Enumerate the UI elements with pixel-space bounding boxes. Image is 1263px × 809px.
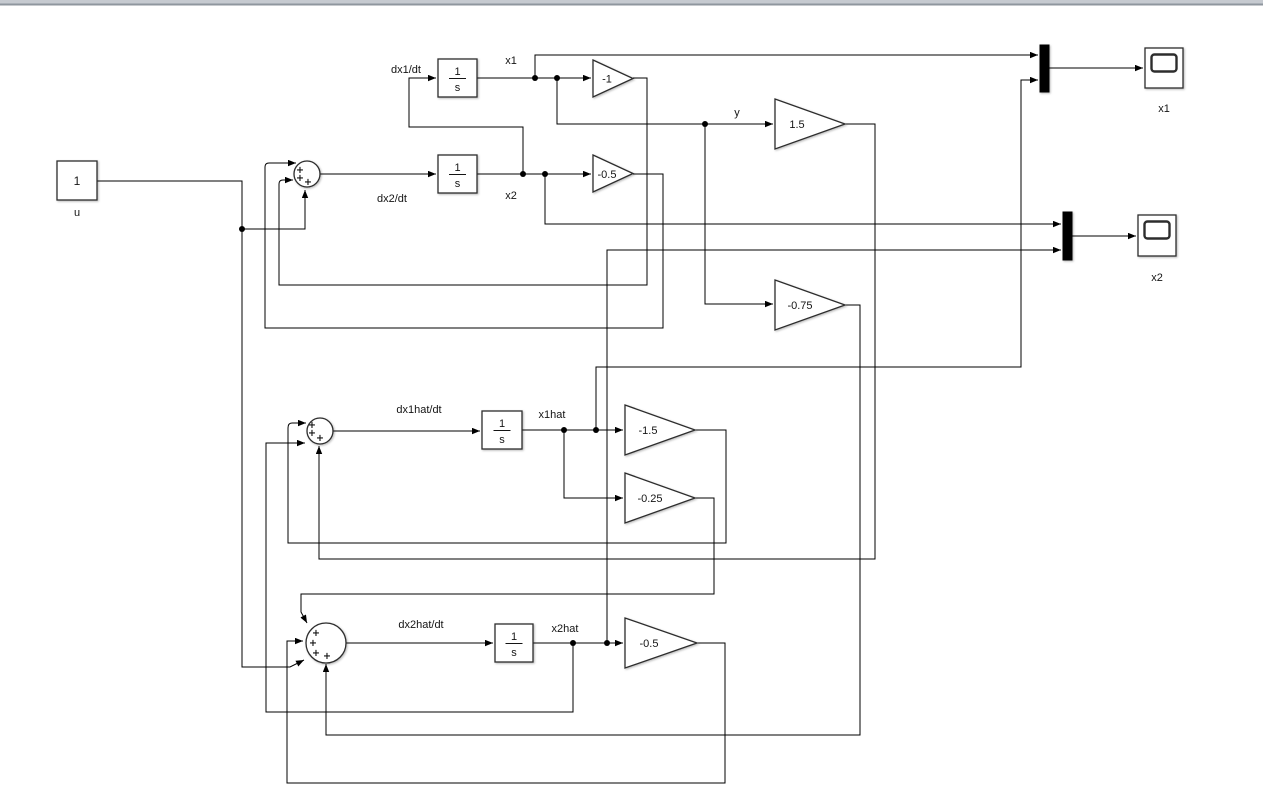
sum-sign: + <box>312 628 320 639</box>
sum-sign: + <box>309 638 317 649</box>
gain-block-15[interactable]: 1.5 <box>774 98 847 150</box>
integrator-denominator: s <box>455 178 461 190</box>
constant-block-u[interactable]: 1 <box>56 160 98 201</box>
gain-block-minus1[interactable]: -1 <box>592 58 635 99</box>
scope1-name-label[interactable]: x1 <box>1158 103 1170 115</box>
wire-u-out[interactable] <box>97 180 243 229</box>
wire-x2-to-mux2[interactable] <box>544 174 1061 228</box>
wire-gain-minus05-feedback[interactable] <box>264 159 664 329</box>
signal-label-dx2hatdt[interactable]: dx2hat/dt <box>398 619 443 631</box>
sum-sign: + <box>312 648 320 659</box>
gain-value: -0.5 <box>598 169 617 181</box>
gain-block-minus15[interactable]: -1.5 <box>624 404 697 456</box>
junction-dot <box>604 640 610 646</box>
wire-x1-to-mux1[interactable] <box>534 51 1038 78</box>
gain-value: -0.5 <box>640 638 659 650</box>
sum-block-observer2[interactable]: + + + + <box>305 622 347 664</box>
sum-sign: + <box>296 173 304 184</box>
integrator-denominator: s <box>455 82 461 94</box>
sum-sign: + <box>304 177 312 188</box>
wire-y-line[interactable] <box>556 78 773 128</box>
junction-dot <box>570 640 576 646</box>
integrator-numerator: 1 <box>454 162 460 174</box>
wire-x1hat-to-gain-minus025[interactable] <box>563 430 623 502</box>
sum-sign: + <box>316 433 324 444</box>
gain-block-minus075[interactable]: -0.75 <box>774 279 847 331</box>
junction-dot <box>593 427 599 433</box>
integrator-denominator: s <box>499 434 505 446</box>
signal-label-dx1hatdt[interactable]: dx1hat/dt <box>396 404 441 416</box>
gain-value: -0.75 <box>787 300 812 312</box>
wire-gain-minus15-feedback[interactable] <box>287 419 727 544</box>
junction-dot <box>542 171 548 177</box>
junction-dot <box>561 427 567 433</box>
integrator-numerator: 1 <box>511 631 517 643</box>
constant-name-label[interactable]: u <box>74 207 80 219</box>
junction-dot <box>532 75 538 81</box>
signal-label-dx1dt[interactable]: dx1/dt <box>391 64 421 76</box>
sum-sign: + <box>308 428 316 439</box>
wire-x2hat-to-mux2[interactable] <box>606 246 1061 643</box>
wire-gain-obs-minus05-feedback[interactable] <box>286 637 726 784</box>
signal-label-x1[interactable]: x1 <box>505 55 517 67</box>
scope-block-x2[interactable] <box>1137 214 1177 257</box>
signal-wires <box>97 51 1143 784</box>
wire-u-to-sum-plant[interactable] <box>242 190 309 230</box>
wire-gain-minus075-to-sum-obs2[interactable] <box>322 304 861 736</box>
gain-value: -1.5 <box>639 425 658 437</box>
wire-x1hat-to-mux1[interactable] <box>595 76 1038 430</box>
wire-y-to-gain-minus075[interactable] <box>704 124 773 308</box>
wire-gain-minus025-feedback[interactable] <box>300 497 715 624</box>
mux-block-1[interactable] <box>1039 44 1050 93</box>
junction-dot <box>554 75 560 81</box>
scope-block-x1[interactable] <box>1144 47 1184 89</box>
sum-block-observer1[interactable]: + + + <box>306 417 334 445</box>
junction-dot <box>239 226 245 232</box>
gain-block-minus025[interactable]: -0.25 <box>624 472 697 524</box>
gain-value: -1 <box>602 74 612 86</box>
gain-block-minus05[interactable]: -0.5 <box>592 153 635 194</box>
signal-label-x2hat[interactable]: x2hat <box>552 623 579 635</box>
integrator-denominator: s <box>511 647 517 659</box>
mux-block-2[interactable] <box>1062 211 1073 261</box>
gain-value: 1.5 <box>789 119 804 131</box>
window-top-strip <box>0 0 1263 4</box>
constant-value: 1 <box>74 174 81 188</box>
signal-label-dx2dt[interactable]: dx2/dt <box>377 193 407 205</box>
signal-label-y[interactable]: y <box>734 107 740 119</box>
sum-block-plant[interactable]: + + + <box>293 160 321 188</box>
integrator-numerator: 1 <box>454 66 460 78</box>
sum-sign: + <box>323 651 331 662</box>
sum-sign: + <box>308 420 316 431</box>
junction-dot <box>520 171 526 177</box>
sum-sign: + <box>296 165 304 176</box>
integrator-block-x2[interactable]: 1 s <box>437 154 478 194</box>
wire-u-to-sum-obs2[interactable] <box>241 229 305 668</box>
integrator-block-x1hat[interactable]: 1 s <box>481 410 523 450</box>
integrator-block-x2hat[interactable]: 1 s <box>494 623 534 663</box>
wire-x2hat-to-sum-obs1[interactable] <box>265 439 574 713</box>
gain-value: -0.25 <box>637 493 662 505</box>
gain-block-obs-minus05[interactable]: -0.5 <box>624 617 699 669</box>
wire-gain-15-to-sum-obs1[interactable] <box>315 123 876 560</box>
integrator-block-x1[interactable]: 1 s <box>437 58 478 98</box>
junction-dot <box>702 121 708 127</box>
window-top-strip-edge <box>0 3 1263 6</box>
integrator-numerator: 1 <box>499 418 505 430</box>
wire-gain-minus1-feedback[interactable] <box>278 77 648 286</box>
scope2-name-label[interactable]: x2 <box>1151 272 1163 284</box>
wire-x2-to-int-x1[interactable] <box>408 74 524 174</box>
signal-label-x1hat[interactable]: x1hat <box>539 409 566 421</box>
signal-label-x2[interactable]: x2 <box>505 190 517 202</box>
